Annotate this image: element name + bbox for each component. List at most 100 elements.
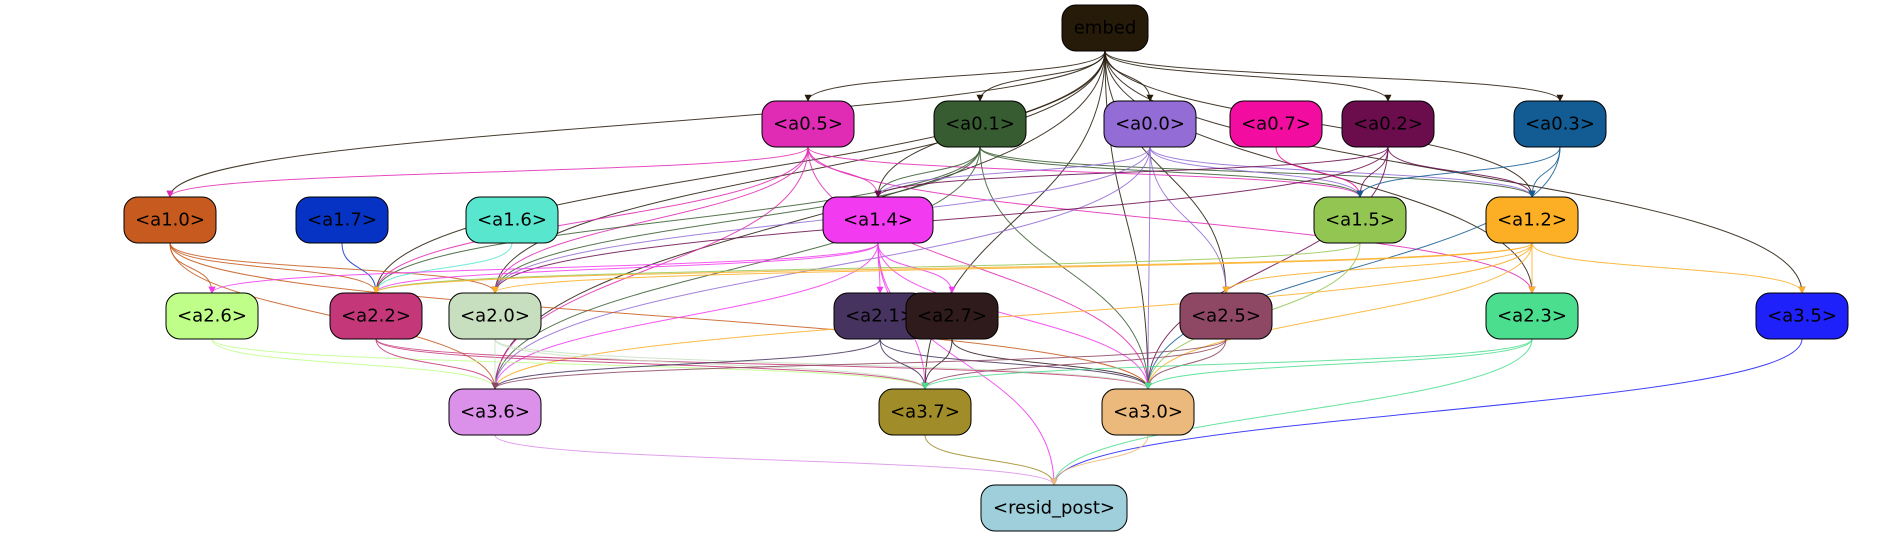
- edge-a0-5-to-a2-0: [491, 146, 809, 294]
- edge-a0-5-to-a1-0: [166, 146, 809, 198]
- edge-a0-3-to-a3-0: [1144, 146, 1561, 390]
- node-a2-2[interactable]: <a2.2>: [329, 292, 423, 340]
- edge-embed-to-a2-0: [491, 50, 1106, 294]
- node-label: <a1.4>: [843, 210, 913, 231]
- node-a1-5[interactable]: <a1.5>: [1313, 196, 1407, 244]
- node-a1-0[interactable]: <a1.0>: [123, 196, 217, 244]
- node-box: [905, 292, 999, 340]
- edge-a1-7-to-a2-2: [341, 242, 380, 294]
- node-a2-7[interactable]: <a2.7>: [905, 292, 999, 340]
- node-a3-6[interactable]: <a3.6>: [448, 388, 542, 436]
- edge-a2-5-to-a3-7: [921, 338, 1227, 390]
- node-a2-5[interactable]: <a2.5>: [1179, 292, 1273, 340]
- edge-a0-0-to-a1-2: [1149, 146, 1536, 198]
- node-label: <a3.0>: [1113, 402, 1183, 423]
- edge-a1-2-to-a2-0: [491, 242, 1533, 294]
- edge-a1-2-to-a2-5: [1222, 242, 1533, 294]
- node-box: [1485, 196, 1579, 244]
- node-label: <a0.0>: [1115, 114, 1185, 135]
- edge-a1-2-to-a3-0: [1144, 242, 1533, 390]
- edge-a1-4-to-a2-7: [877, 242, 956, 294]
- node-a0-3[interactable]: <a0.3>: [1513, 100, 1607, 148]
- edge-a2-6-to-a3-7: [211, 338, 929, 390]
- node-label: <a3.6>: [460, 402, 530, 423]
- node-box: [1485, 292, 1579, 340]
- edge-a2-0-to-a3-0: [494, 338, 1152, 390]
- edge-a1-2-to-a2-2: [372, 242, 1533, 294]
- edge-a0-0-to-a3-6: [491, 146, 1151, 390]
- node-a2-6[interactable]: <a2.6>: [165, 292, 259, 340]
- node-a0-5[interactable]: <a0.5>: [761, 100, 855, 148]
- node-label: <a1.5>: [1325, 210, 1395, 231]
- node-label: <a2.6>: [177, 306, 247, 327]
- edge-a1-2-to-a3-5: [1531, 242, 1806, 294]
- nodes-layer: embed <a0.5> <a0.1> <a0.0> <a0.7> <a0.2> <a0.3…: [123, 4, 1849, 532]
- node-label: <a1.7>: [307, 210, 377, 231]
- node-box: [123, 196, 217, 244]
- edge-embed-to-a1-0: [166, 50, 1106, 198]
- edge-embed-to-a2-2: [372, 50, 1106, 294]
- edge-a1-6-to-a2-2: [372, 242, 513, 294]
- node-label: <a0.5>: [773, 114, 843, 135]
- edge-a0-2-to-a3-0: [1144, 146, 1389, 390]
- node-a2-1[interactable]: <a2.1>: [833, 292, 927, 340]
- node-a2-3[interactable]: <a2.3>: [1485, 292, 1579, 340]
- edge-a2-1-to-a3-7: [879, 338, 929, 390]
- node-label: <a3.7>: [890, 402, 960, 423]
- edge-a0-1-to-a1-5: [979, 146, 1364, 198]
- node-a0-0[interactable]: <a0.0>: [1103, 100, 1197, 148]
- node-box: [1313, 196, 1407, 244]
- edge-a0-5-to-a2-3: [807, 146, 1536, 294]
- node-box: [465, 196, 559, 244]
- node-a3-0[interactable]: <a3.0>: [1101, 388, 1195, 436]
- node-label: <a1.6>: [477, 210, 547, 231]
- node-a0-7[interactable]: <a0.7>: [1229, 100, 1323, 148]
- node-a0-2[interactable]: <a0.2>: [1341, 100, 1435, 148]
- edge-a2-7-to-a3-0: [951, 338, 1152, 390]
- node-a1-6[interactable]: <a1.6>: [465, 196, 559, 244]
- node-label: <a2.2>: [341, 306, 411, 327]
- edge-a1-4-to-resid_post: [877, 242, 1058, 486]
- edge-a1-4-to-a2-6: [208, 242, 879, 294]
- edge-a0-1-to-a2-0: [491, 146, 981, 294]
- edge-a0-3-to-a1-5: [1356, 146, 1561, 198]
- edge-a1-4-to-a2-2: [372, 242, 879, 294]
- edge-embed-to-a0-3: [1104, 50, 1564, 102]
- node-a1-2[interactable]: <a1.2>: [1485, 196, 1579, 244]
- node-resid_post[interactable]: <resid_post>: [980, 484, 1128, 532]
- node-box: [329, 292, 423, 340]
- edge-a0-2-to-a1-4: [874, 146, 1389, 198]
- node-label: <a1.2>: [1497, 210, 1567, 231]
- edge-a2-5-to-a3-0: [1144, 338, 1227, 390]
- node-a3-5[interactable]: <a3.5>: [1755, 292, 1849, 340]
- node-box: [1229, 100, 1323, 148]
- node-a0-1[interactable]: <a0.1>: [933, 100, 1027, 148]
- node-label: <a1.0>: [135, 210, 205, 231]
- edge-a0-1-to-a3-6: [491, 146, 981, 390]
- node-a1-4[interactable]: <a1.4>: [822, 196, 934, 244]
- node-a3-7[interactable]: <a3.7>: [878, 388, 972, 436]
- node-embed[interactable]: embed: [1061, 4, 1149, 52]
- node-a2-0[interactable]: <a2.0>: [448, 292, 542, 340]
- edge-a0-5-to-a1-5: [807, 146, 1364, 198]
- edge-a0-1-to-a1-4: [874, 146, 981, 198]
- edge-a2-2-to-a3-0: [375, 338, 1152, 390]
- edge-a0-2-to-a2-0: [491, 146, 1389, 294]
- edge-embed-to-a0-1: [976, 50, 1106, 102]
- edge-a0-1-to-a2-2: [372, 146, 981, 294]
- edge-a2-3-to-resid_post: [1050, 338, 1533, 486]
- node-label: <a0.3>: [1525, 114, 1595, 135]
- edge-a2-1-to-a3-6: [491, 338, 881, 390]
- edge-a1-0-to-a3-0: [169, 242, 1152, 390]
- node-box: [165, 292, 259, 340]
- node-label: <a2.1>: [845, 306, 915, 327]
- edge-a2-5-to-a3-6: [491, 338, 1227, 390]
- node-a1-7[interactable]: <a1.7>: [295, 196, 389, 244]
- edge-a3-6-to-resid_post: [494, 434, 1058, 486]
- edge-a0-5-to-a2-2: [372, 146, 809, 294]
- edge-a3-5-to-resid_post: [1050, 338, 1803, 486]
- node-box: [878, 388, 972, 436]
- edge-a1-0-to-a2-6: [169, 242, 216, 294]
- edge-a2-2-to-a3-6: [375, 338, 499, 390]
